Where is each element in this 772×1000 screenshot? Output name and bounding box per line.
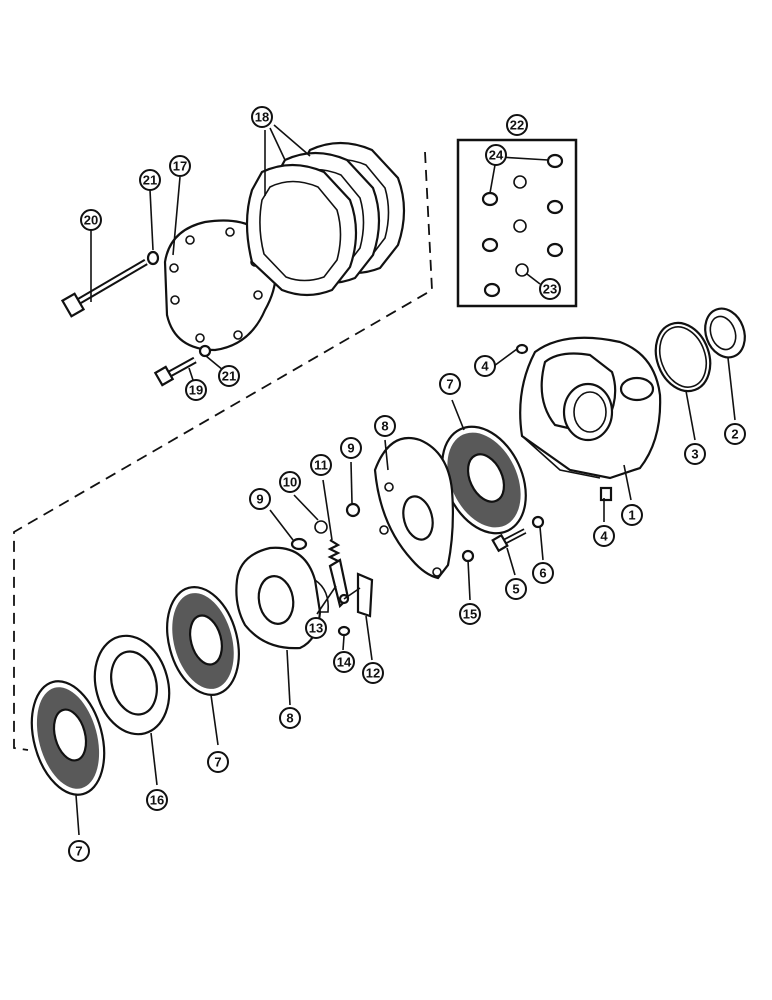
callout-9-left: 9 xyxy=(249,488,271,510)
callout-3: 3 xyxy=(684,443,706,465)
callout-19: 19 xyxy=(185,379,207,401)
gasket-set-part xyxy=(245,141,406,297)
leader-lines xyxy=(75,124,736,836)
svg-text:9: 9 xyxy=(256,492,263,507)
callout-22: 22 xyxy=(506,114,528,136)
svg-text:9: 9 xyxy=(347,441,354,456)
svg-text:21: 21 xyxy=(143,173,157,188)
callout-5: 5 xyxy=(505,578,527,600)
svg-text:7: 7 xyxy=(214,755,221,770)
svg-text:10: 10 xyxy=(283,475,297,490)
oil-seal-part xyxy=(704,307,746,359)
svg-text:8: 8 xyxy=(286,711,293,726)
svg-text:7: 7 xyxy=(446,377,453,392)
svg-text:16: 16 xyxy=(150,793,164,808)
callout-11: 11 xyxy=(310,454,332,476)
svg-text:15: 15 xyxy=(463,607,477,622)
callout-15: 15 xyxy=(459,603,481,625)
callout-8-lower: 8 xyxy=(279,707,301,729)
bolt-5 xyxy=(491,528,527,553)
ball-10 xyxy=(314,520,328,534)
callout-8-upper: 8 xyxy=(374,415,396,437)
callout-24: 24 xyxy=(485,144,507,166)
callout-2: 2 xyxy=(724,423,746,445)
brake-disc-right xyxy=(441,425,527,535)
upper-washer-part xyxy=(146,250,160,266)
callout-23: 23 xyxy=(539,278,561,300)
pin-14 xyxy=(337,625,351,637)
lower-washer-part xyxy=(198,344,212,358)
short-bolt-part xyxy=(153,356,197,387)
svg-text:8: 8 xyxy=(381,419,388,434)
pressure-plate-upper xyxy=(373,436,454,580)
brake-disc-left xyxy=(30,680,106,796)
brake-housing-part xyxy=(515,336,662,502)
callout-1: 1 xyxy=(621,504,643,526)
callout-6: 6 xyxy=(532,562,554,584)
svg-text:17: 17 xyxy=(173,159,187,174)
svg-text:19: 19 xyxy=(189,383,203,398)
assembly-boundary-line xyxy=(13,151,433,751)
washer-6 xyxy=(531,515,545,529)
svg-text:21: 21 xyxy=(222,369,236,384)
pressure-ring-part xyxy=(93,634,171,736)
svg-text:14: 14 xyxy=(337,655,352,670)
callout-12: 12 xyxy=(362,662,384,684)
svg-text:4: 4 xyxy=(481,359,489,374)
svg-text:2: 2 xyxy=(731,427,738,442)
long-bolt-part xyxy=(60,258,148,318)
callout-17: 17 xyxy=(169,155,191,177)
callout-7-middle: 7 xyxy=(207,751,229,773)
svg-text:7: 7 xyxy=(75,844,82,859)
callout-7-left: 7 xyxy=(68,840,90,862)
callout-9-right: 9 xyxy=(340,437,362,459)
callout-14: 14 xyxy=(333,651,355,673)
callout-4-lower: 4 xyxy=(593,525,615,547)
svg-text:3: 3 xyxy=(691,447,698,462)
callout-20: 20 xyxy=(80,209,102,231)
ball-9-left xyxy=(290,537,308,551)
callout-7-right: 7 xyxy=(439,373,461,395)
callout-16: 16 xyxy=(146,789,168,811)
link-12 xyxy=(356,572,374,618)
spring-11 xyxy=(327,539,341,562)
o-ring-inner xyxy=(658,326,708,388)
svg-text:12: 12 xyxy=(366,666,380,681)
svg-text:6: 6 xyxy=(539,566,546,581)
svg-text:22: 22 xyxy=(510,118,524,133)
ball-9-right xyxy=(345,502,361,518)
callout-4-upper: 4 xyxy=(474,355,496,377)
svg-text:24: 24 xyxy=(489,148,504,163)
o-ring-part xyxy=(654,321,712,393)
svg-text:13: 13 xyxy=(309,621,323,636)
brake-disc-middle xyxy=(166,586,240,696)
svg-text:23: 23 xyxy=(543,282,557,297)
callout-21-lower: 21 xyxy=(218,365,240,387)
callout-21-upper: 21 xyxy=(139,169,161,191)
callout-10: 10 xyxy=(279,471,301,493)
svg-text:20: 20 xyxy=(84,213,98,228)
svg-text:5: 5 xyxy=(512,582,519,597)
callout-18: 18 xyxy=(251,106,273,128)
nut-15 xyxy=(461,549,475,563)
svg-text:1: 1 xyxy=(628,508,635,523)
svg-text:11: 11 xyxy=(314,458,328,473)
callout-13: 13 xyxy=(305,617,327,639)
svg-text:18: 18 xyxy=(255,110,269,125)
svg-text:4: 4 xyxy=(600,529,608,544)
